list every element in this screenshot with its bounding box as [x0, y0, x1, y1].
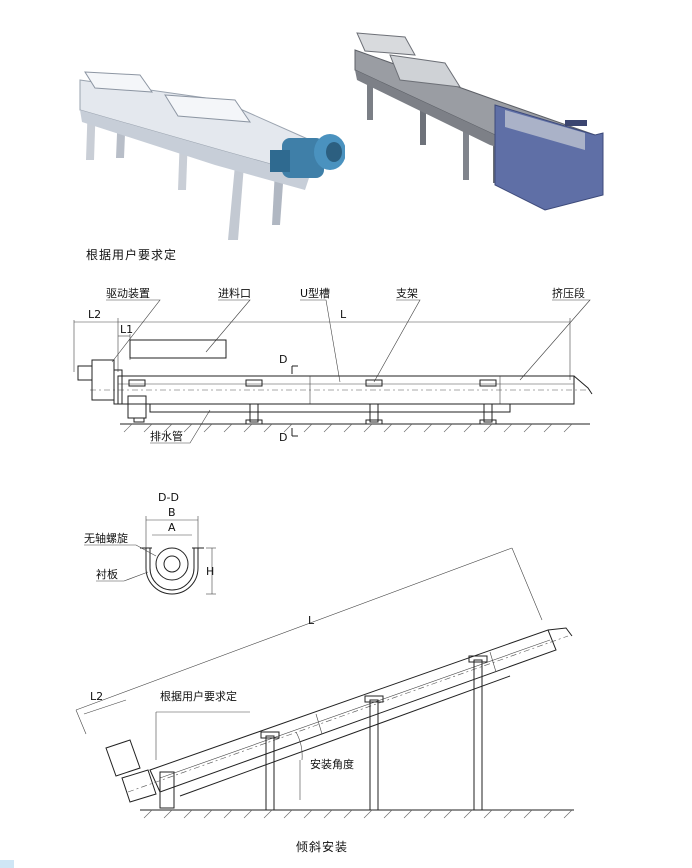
label-u-trough: U型槽	[300, 286, 330, 300]
dim-l-inclined: L	[308, 614, 315, 627]
dim-b: B	[168, 506, 176, 519]
dim-l2-inclined: L2	[90, 690, 103, 703]
ground-hatch-top	[123, 423, 573, 433]
customer-spec-caption: 根据用户要求定	[86, 248, 178, 262]
section-mark-d-bottom: D	[279, 431, 287, 444]
label-squeeze-section: 挤压段	[552, 286, 585, 300]
conveyor-photo-gray	[345, 25, 615, 215]
dim-l2: L2	[88, 308, 101, 321]
section-view: D-D B A H 无轴螺旋 衬板	[84, 491, 216, 595]
label-drain-pipe: 排水管	[150, 429, 183, 443]
label-inlet: 进料口	[218, 286, 251, 300]
label-support: 支架	[396, 287, 418, 300]
dim-l1: L1	[120, 323, 133, 336]
dim-h: H	[206, 565, 214, 578]
label-drive-device: 驱动装置	[106, 287, 150, 300]
dim-a: A	[168, 521, 176, 534]
inclined-view: L L2 根据用户要求定 安装角度	[75, 547, 574, 819]
label-liner: 衬板	[96, 567, 118, 581]
corner-mark	[0, 860, 14, 868]
supports	[128, 379, 497, 425]
inclined-install-caption: 倾斜安装	[296, 840, 349, 854]
label-shaftless-screw: 无轴螺旋	[84, 531, 128, 545]
section-title: D-D	[158, 491, 179, 504]
ground-hatch-bottom	[143, 809, 573, 819]
conveyor-photo-white	[60, 40, 360, 250]
label-install-angle: 安装角度	[310, 757, 354, 771]
dim-l: L	[340, 308, 347, 321]
section-mark-d-top: D	[279, 353, 287, 366]
note-customer-spec: 根据用户要求定	[160, 689, 237, 703]
horizontal-view: 驱动装置 进料口 U型槽 支架 挤压段 排水管 L2 L L1	[73, 286, 593, 444]
